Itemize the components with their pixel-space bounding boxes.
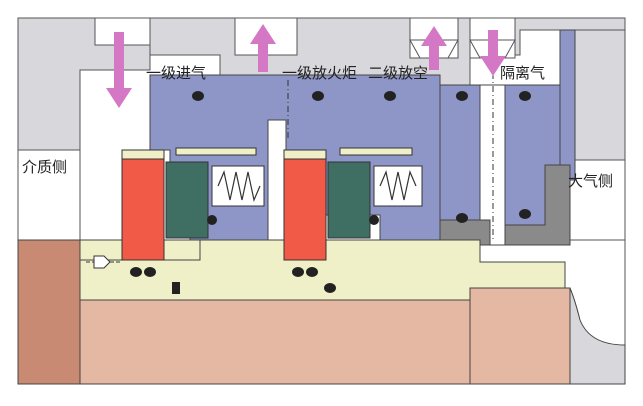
o-ring [192,91,204,101]
o-ring [312,91,324,101]
stage1-ring-cap [121,149,165,160]
stage2-stationary-ring [283,157,327,261]
label-stage1-flare: 一级放火炬 [282,64,358,82]
label-stage2-vent: 二级放空 [368,64,429,82]
housing-right [569,29,626,181]
o-ring [384,91,396,101]
o-ring [456,213,468,223]
arrow-stage1-inlet [106,32,132,108]
stage2-ring-cap [283,149,327,160]
lock-pin [172,282,180,294]
stage2-rotating-ring [327,161,371,239]
label-stage1-inlet: 一级进气 [146,64,207,82]
stage1-spring [217,170,261,202]
stage1-spring-box [211,165,265,207]
o-rings [130,91,531,294]
shaft-step [469,287,571,385]
o-ring [369,215,379,225]
small-screw [93,255,111,269]
o-ring [292,267,304,277]
label-atmosphere-side: 大气侧 [568,172,614,190]
label-medium-side: 介质侧 [22,158,68,176]
o-ring [207,215,217,225]
gray-step-block [504,164,571,246]
o-ring [324,283,336,293]
o-ring [144,267,156,277]
stage1-pin [175,147,257,156]
shaft-left-end [17,239,81,385]
shaft [79,299,481,385]
o-ring [306,267,318,277]
stage2-pin [339,147,413,156]
o-ring [130,267,142,277]
arrow-stage1-flare [250,24,276,72]
o-ring [519,91,531,101]
o-ring [519,209,531,219]
stage2-spring [379,170,417,201]
arrow-isolation-gas [480,30,506,76]
shaft-right-fillet [569,287,626,385]
arrow-stage2-vent [421,26,447,70]
flare-channel [267,119,287,241]
stage1-rotating-ring [165,161,209,239]
isolation-seal-body-left [439,84,481,231]
stage1-stationary-ring [121,157,165,261]
label-isolation-gas: 隔离气 [500,64,546,82]
isolation-right-column [559,29,576,181]
o-ring [456,91,468,101]
